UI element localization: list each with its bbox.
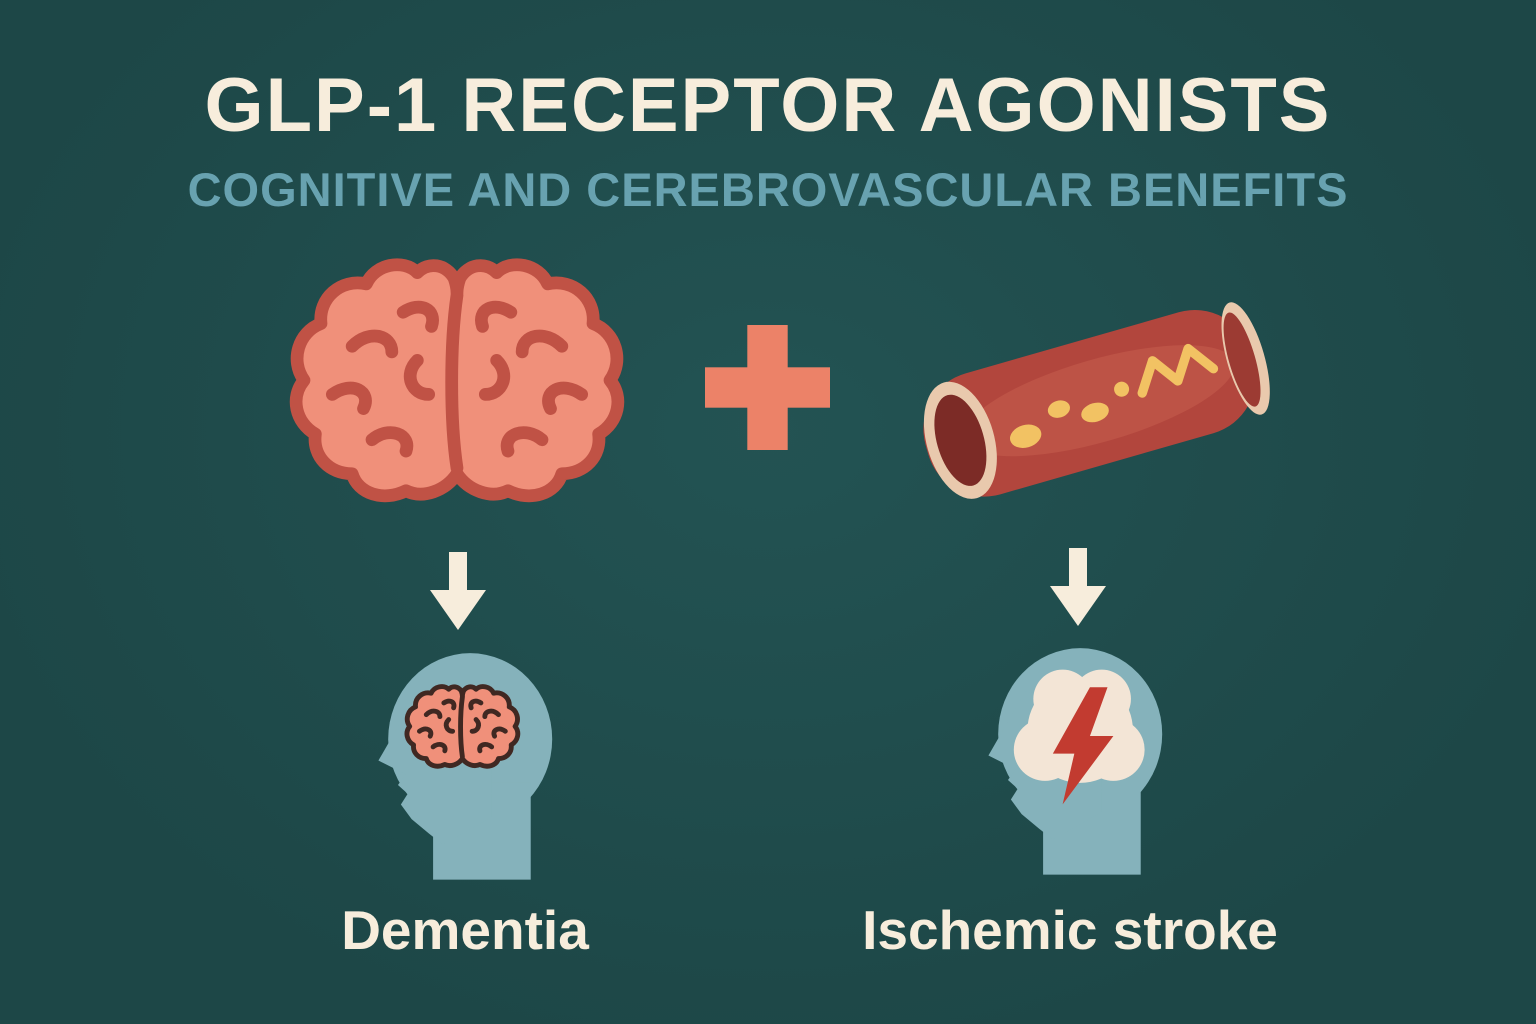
lightning-bolt-icon (1052, 687, 1114, 805)
down-arrow-icon (1050, 548, 1106, 626)
plaque-zigzag (1137, 343, 1219, 398)
vessel-opening-hole (934, 394, 987, 486)
page-title: GLP-1 RECEPTOR AGONISTS (204, 63, 1332, 148)
page-subtitle: COGNITIVE AND CEREBROVASCULAR BENEFITS (187, 163, 1349, 216)
plus-icon (705, 325, 830, 450)
plaque-blob (1047, 400, 1070, 418)
plaque-blob (1081, 402, 1109, 423)
ischemic-stroke-label: Ischemic stroke (862, 899, 1278, 961)
brain-icon (287, 258, 627, 528)
down-arrow-icon (430, 552, 486, 630)
head-with-brain-icon (378, 653, 553, 880)
small-brain-icon (407, 687, 518, 767)
plaque-blob (1114, 381, 1130, 397)
vessel-cut-hole (1223, 312, 1261, 407)
plaque-blob (1010, 424, 1042, 448)
head-with-lightning-bolt-icon (988, 648, 1163, 875)
dementia-label: Dementia (341, 899, 589, 961)
blood-vessel-icon (923, 302, 1270, 499)
